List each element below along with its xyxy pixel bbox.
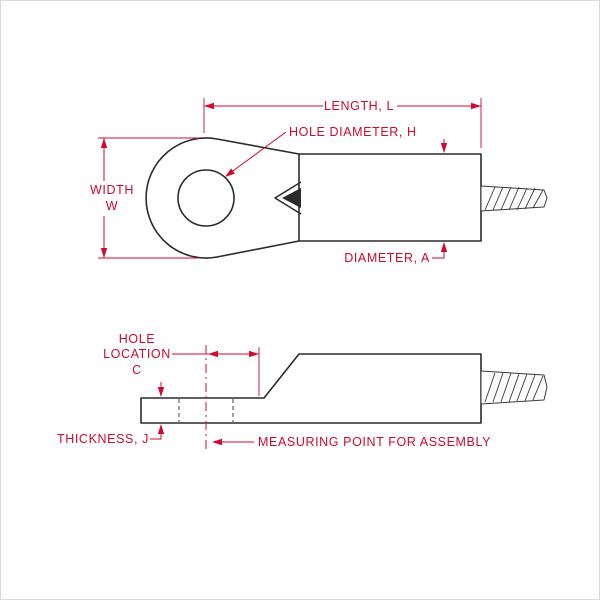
- wire-strand-lines: [484, 186, 544, 211]
- hole-location-label-line3: C: [132, 363, 142, 377]
- hole-location-label-line2: LOCATION: [103, 347, 171, 361]
- measuring-point-label: MEASURING POINT FOR ASSEMBLY: [258, 435, 491, 449]
- width-label-line2: W: [106, 199, 118, 213]
- width-label-line1: WIDTH: [90, 183, 134, 197]
- wire-strands-side: [480, 370, 548, 405]
- lower-arrow-icon: [157, 424, 165, 434]
- diameter-label: DIAMETER, A: [344, 251, 430, 265]
- wire-stop-mark: [282, 188, 301, 208]
- top-view: [145, 137, 548, 259]
- leader-line: [225, 131, 287, 177]
- side-profile-outline: [140, 353, 482, 424]
- thickness-label: THICKNESS, J: [57, 432, 149, 446]
- leader-arrow-icon: [225, 168, 235, 177]
- hole-diameter-callout: HOLE DIAMETER, H: [225, 125, 417, 177]
- upper-arrow-icon: [440, 143, 448, 153]
- diameter-callout: DIAMETER, A: [344, 139, 448, 265]
- lower-arrow-icon: [440, 242, 448, 252]
- arrow-right-icon: [249, 350, 259, 358]
- arrow-down-icon: [100, 248, 108, 258]
- hole-diameter-label: HOLE DIAMETER, H: [289, 125, 417, 139]
- terminal-hole: [177, 169, 235, 227]
- arrow-right-icon: [471, 102, 481, 110]
- crimp-chevron-icon: [274, 181, 302, 215]
- width-dimension: WIDTH W: [90, 137, 198, 259]
- length-dimension: LENGTH, L: [203, 98, 482, 148]
- thickness-callout: THICKNESS, J: [57, 382, 165, 446]
- terminal-body-outline: [145, 137, 482, 259]
- arrow-left-icon: [208, 350, 218, 358]
- wire-strands-top: [480, 185, 548, 212]
- measuring-point-callout: MEASURING POINT FOR ASSEMBLY: [212, 435, 491, 449]
- hole-location-dimension: HOLE LOCATION C: [103, 332, 260, 396]
- hole-location-label-line1: HOLE: [119, 332, 155, 346]
- length-label: LENGTH, L: [324, 99, 394, 113]
- wire-strand-lines: [484, 372, 544, 403]
- upper-arrow-icon: [157, 387, 165, 397]
- arrow-left-icon: [204, 102, 214, 110]
- side-view: [140, 353, 548, 424]
- arrow-up-icon: [100, 138, 108, 148]
- leader-arrow-icon: [212, 438, 222, 446]
